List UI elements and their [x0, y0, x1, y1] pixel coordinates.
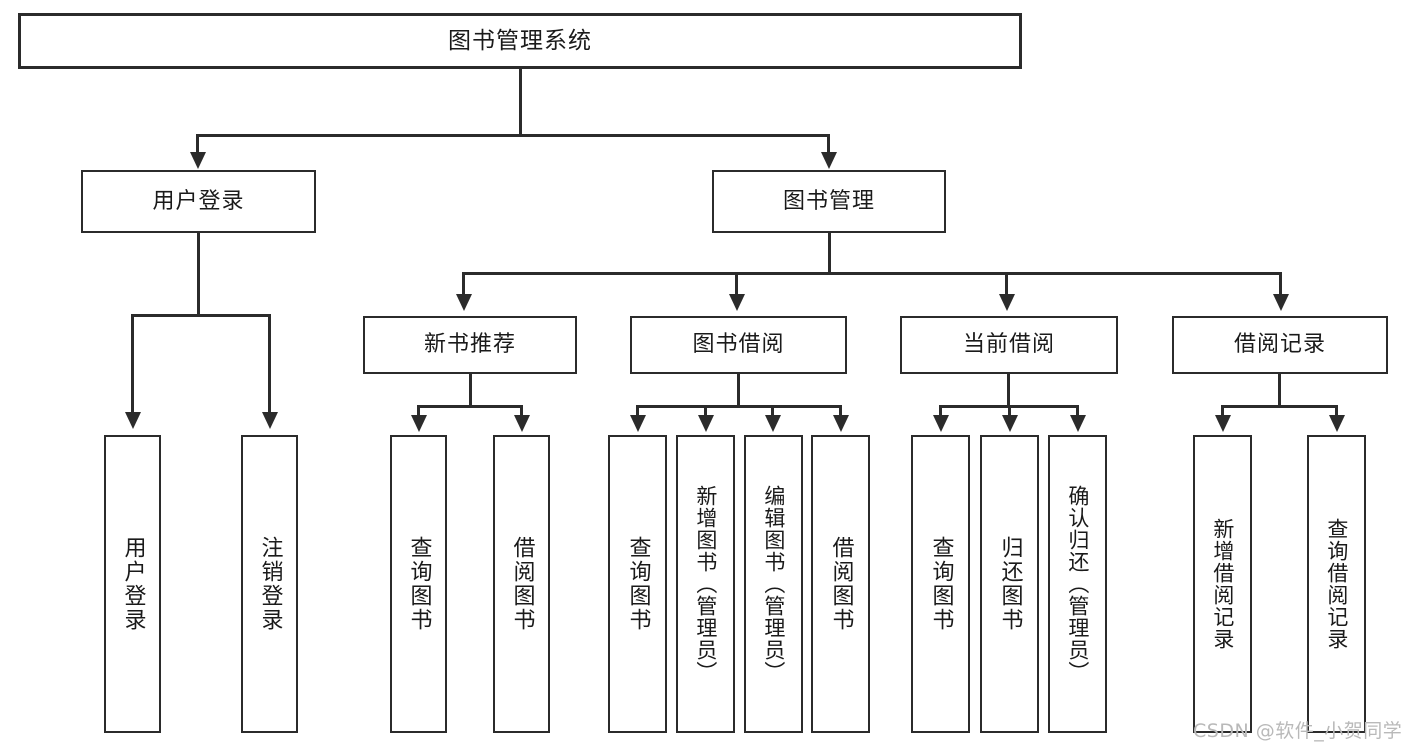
connector-recommend-l1	[417, 407, 420, 418]
leaf-label: 新增图书（管理员）	[693, 485, 718, 683]
node-book-borrow-label: 图书借阅	[692, 332, 785, 358]
leaf-current-confirm-return-admin[interactable]: 确认归还（管理员）	[1048, 435, 1107, 733]
leaf-record-add-record[interactable]: 新增借阅记录	[1193, 435, 1252, 733]
leaf-borrow-borrow-book[interactable]: 借阅图书	[811, 435, 870, 733]
connector-bookmgmt-c3	[1005, 274, 1008, 296]
arrowhead-root-to-bookmgmt	[821, 152, 837, 169]
arrowhead-login-leaf1	[125, 412, 141, 429]
arrowhead-borrow-l4	[833, 415, 849, 432]
connector-bookmgmt-stem	[828, 233, 831, 273]
arrowhead-record-l1	[1215, 415, 1231, 432]
connector-current-l1	[939, 407, 942, 418]
arrowhead-record-l2	[1329, 415, 1345, 432]
arrowhead-borrow-l3	[765, 415, 781, 432]
node-user-login[interactable]: 用户登录	[81, 170, 316, 233]
connector-root-to-bookmgmt	[827, 136, 830, 154]
node-current-borrow-label: 当前借阅	[962, 332, 1055, 358]
arrowhead-bookmgmt-c2	[729, 294, 745, 311]
connector-bookmgmt-c4	[1279, 274, 1282, 296]
leaf-label: 归还图书	[997, 536, 1023, 632]
connector-record-l1	[1221, 407, 1224, 418]
arrowhead-bookmgmt-c1	[456, 294, 472, 311]
connector-current-bus	[939, 405, 1079, 408]
arrowhead-root-to-login	[190, 152, 206, 169]
arrowhead-login-leaf2	[262, 412, 278, 429]
connector-current-l3	[1076, 407, 1079, 418]
leaf-record-query-record[interactable]: 查询借阅记录	[1307, 435, 1366, 733]
connector-login-stem	[197, 233, 200, 315]
connector-borrow-stem	[737, 374, 740, 406]
node-book-management-label: 图书管理	[782, 188, 875, 214]
leaf-recommend-query-book[interactable]: 查询图书	[390, 435, 447, 733]
connector-borrow-l2	[704, 407, 707, 418]
node-new-book-recommend[interactable]: 新书推荐	[363, 316, 577, 374]
connector-record-l2	[1335, 407, 1338, 418]
connector-login-bus	[131, 314, 271, 317]
arrowhead-current-l3	[1070, 415, 1086, 432]
connector-login-leaf1	[131, 316, 134, 414]
leaf-label: 用户登录	[120, 536, 146, 632]
arrowhead-bookmgmt-c4	[1273, 294, 1289, 311]
connector-recommend-bus	[417, 405, 523, 408]
leaf-current-return-book[interactable]: 归还图书	[980, 435, 1039, 733]
connector-borrow-bus	[636, 405, 842, 408]
leaf-user-login-logout[interactable]: 注销登录	[241, 435, 298, 733]
node-user-login-label: 用户登录	[152, 188, 245, 214]
node-borrow-record-label: 借阅记录	[1233, 332, 1326, 358]
arrowhead-current-l1	[933, 415, 949, 432]
connector-recommend-stem	[469, 374, 472, 406]
leaf-label: 查询图书	[406, 536, 432, 632]
leaf-label: 借阅图书	[509, 536, 535, 632]
leaf-label: 查询图书	[625, 536, 651, 632]
connector-current-stem	[1007, 374, 1010, 406]
leaf-recommend-borrow-book[interactable]: 借阅图书	[493, 435, 550, 733]
node-root-system[interactable]: 图书管理系统	[18, 13, 1022, 69]
node-borrow-record[interactable]: 借阅记录	[1172, 316, 1388, 374]
connector-borrow-l4	[839, 407, 842, 418]
arrowhead-borrow-l1	[630, 415, 646, 432]
arrowhead-recommend-l2	[514, 415, 530, 432]
connector-bookmgmt-c2	[735, 274, 738, 296]
connector-borrow-l3	[771, 407, 774, 418]
leaf-borrow-query-book[interactable]: 查询图书	[608, 435, 667, 733]
connector-recommend-l2	[520, 407, 523, 418]
node-current-borrow[interactable]: 当前借阅	[900, 316, 1118, 374]
arrowhead-borrow-l2	[698, 415, 714, 432]
connector-bookmgmt-c1	[462, 274, 465, 296]
node-root-label: 图书管理系统	[448, 27, 592, 54]
connector-record-stem	[1278, 374, 1281, 406]
node-new-book-recommend-label: 新书推荐	[423, 332, 516, 358]
connector-root-bus	[196, 134, 830, 137]
arrowhead-bookmgmt-c3	[999, 294, 1015, 311]
leaf-borrow-add-book-admin[interactable]: 新增图书（管理员）	[676, 435, 735, 733]
leaf-label: 确认归还（管理员）	[1065, 485, 1090, 683]
leaf-label: 借阅图书	[828, 536, 854, 632]
node-book-management[interactable]: 图书管理	[712, 170, 946, 233]
connector-root-stem	[519, 69, 522, 135]
connector-current-l2	[1008, 407, 1011, 418]
leaf-label: 注销登录	[257, 536, 283, 632]
arrowhead-current-l2	[1002, 415, 1018, 432]
node-book-borrow[interactable]: 图书借阅	[630, 316, 847, 374]
connector-login-leaf2	[268, 316, 271, 414]
connector-borrow-l1	[636, 407, 639, 418]
leaf-label: 编辑图书（管理员）	[761, 485, 786, 683]
connector-root-to-login	[196, 136, 199, 154]
connector-record-bus	[1221, 405, 1338, 408]
leaf-label: 新增借阅记录	[1210, 518, 1235, 650]
leaf-label: 查询图书	[928, 536, 954, 632]
leaf-label: 查询借阅记录	[1324, 518, 1349, 650]
leaf-current-query-book[interactable]: 查询图书	[911, 435, 970, 733]
leaf-borrow-edit-book-admin[interactable]: 编辑图书（管理员）	[744, 435, 803, 733]
connector-bookmgmt-bus	[462, 272, 1282, 275]
leaf-user-login-login[interactable]: 用户登录	[104, 435, 161, 733]
arrowhead-recommend-l1	[411, 415, 427, 432]
